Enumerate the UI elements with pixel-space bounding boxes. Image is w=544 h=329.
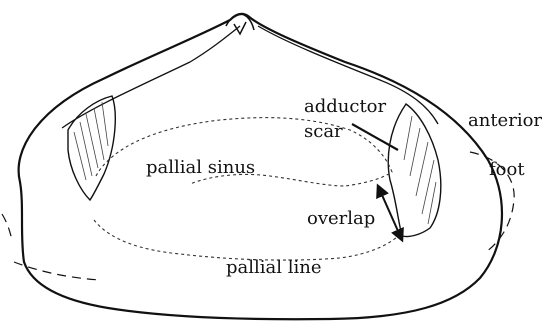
pallial-sinus-label: pallial sinus xyxy=(146,158,255,178)
posterior-scar-hatching xyxy=(74,102,108,180)
anterior-label: anterior xyxy=(468,111,542,131)
foot-label: foot xyxy=(489,160,525,180)
posterior-adductor-scar xyxy=(68,96,115,200)
pallial-line-label: pallial line xyxy=(226,258,322,278)
anterior-scar-hatching xyxy=(404,116,436,224)
anterior-adductor-scar xyxy=(388,104,441,237)
overlap-arrow xyxy=(378,186,402,240)
scar-label: scar xyxy=(304,122,343,142)
overlap-label: overlap xyxy=(307,209,375,229)
adductor-label: adductor xyxy=(304,97,386,117)
